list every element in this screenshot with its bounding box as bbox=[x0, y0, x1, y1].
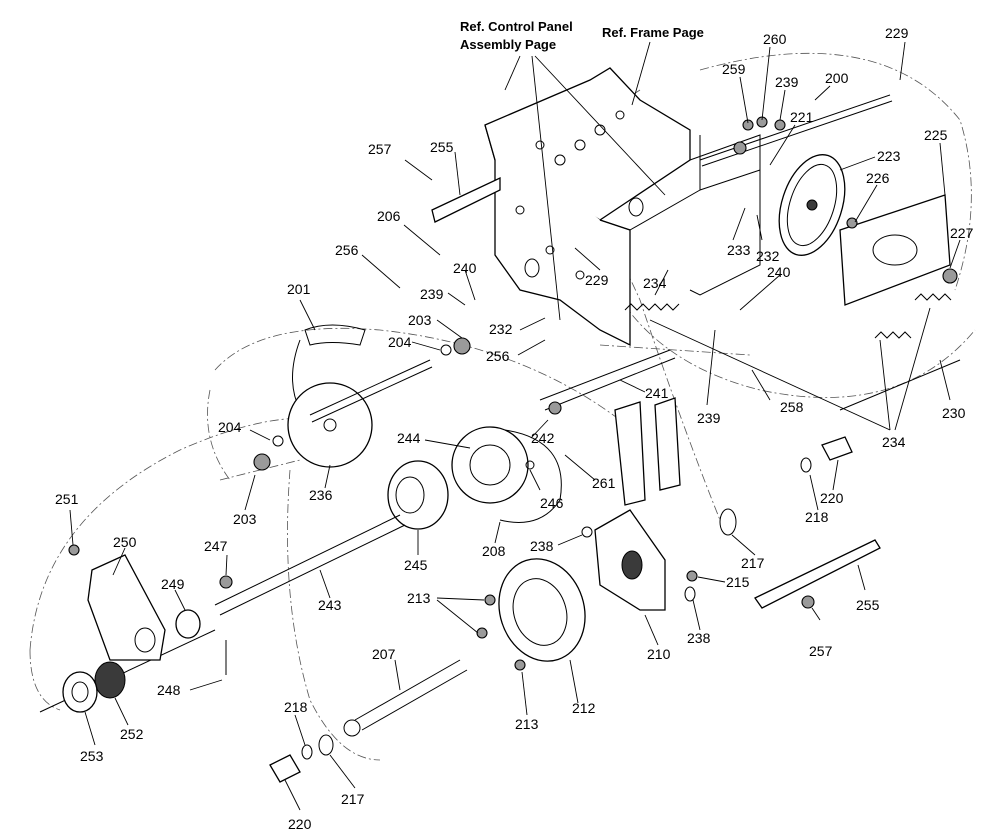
part-number: 257 bbox=[368, 141, 392, 157]
part-number: 225 bbox=[924, 127, 948, 143]
ref-frame-label: Ref. Frame Page bbox=[602, 25, 704, 40]
springs bbox=[624, 293, 952, 339]
part-number: 252 bbox=[120, 726, 144, 742]
part-number: 218 bbox=[284, 699, 308, 715]
part-number: 223 bbox=[877, 148, 901, 164]
part-number: 215 bbox=[726, 574, 750, 590]
part-number: 242 bbox=[531, 430, 555, 446]
part-number: 206 bbox=[377, 208, 401, 224]
part-number: 203 bbox=[233, 511, 257, 527]
drive-chain-sprocket bbox=[253, 324, 471, 471]
part-number: 260 bbox=[763, 31, 787, 47]
part-number: 239 bbox=[775, 74, 799, 90]
part-number: 239 bbox=[420, 286, 444, 302]
part-number: 241 bbox=[645, 385, 669, 401]
part-number: 217 bbox=[741, 555, 765, 571]
part-number: 248 bbox=[157, 682, 181, 698]
friction-wheel-assembly bbox=[387, 426, 562, 530]
part-number: 238 bbox=[687, 630, 711, 646]
part-number: 256 bbox=[335, 242, 359, 258]
part-number: 213 bbox=[407, 590, 431, 606]
part-number: 201 bbox=[287, 281, 311, 297]
part-number: 234 bbox=[643, 275, 667, 291]
part-number: 220 bbox=[288, 816, 312, 832]
part-number: 232 bbox=[489, 321, 513, 337]
leader-lines bbox=[69, 41, 961, 811]
part-number: 218 bbox=[805, 509, 829, 525]
part-number: 226 bbox=[866, 170, 890, 186]
part-number: 261 bbox=[592, 475, 616, 491]
part-number: 204 bbox=[388, 334, 412, 350]
part-number: 233 bbox=[727, 242, 751, 258]
part-number: 249 bbox=[161, 576, 185, 592]
part-number: 245 bbox=[404, 557, 428, 573]
drive-disc-assembly bbox=[269, 508, 737, 783]
ref-control-panel-label-line2: Assembly Page bbox=[460, 37, 556, 52]
part-number: 250 bbox=[113, 534, 137, 550]
part-number: 220 bbox=[820, 490, 844, 506]
right-side-rod bbox=[431, 176, 961, 609]
reference-labels: Ref. Control Panel Assembly Page Ref. Fr… bbox=[460, 19, 704, 52]
part-number: 253 bbox=[80, 748, 104, 764]
part-number: 259 bbox=[722, 61, 746, 77]
part-number: 207 bbox=[372, 646, 396, 662]
part-number: 229 bbox=[885, 25, 909, 41]
ref-control-panel-label-line1: Ref. Control Panel bbox=[460, 19, 573, 34]
part-number: 203 bbox=[408, 312, 432, 328]
part-number-callouts: 229 260 259 239 200 221 223 225 226 227 … bbox=[55, 25, 974, 832]
part-number: 213 bbox=[515, 716, 539, 732]
axle-and-bearings bbox=[39, 514, 406, 713]
part-number: 247 bbox=[204, 538, 228, 554]
part-number: 257 bbox=[809, 643, 833, 659]
part-number: 255 bbox=[430, 139, 454, 155]
part-number: 217 bbox=[341, 791, 365, 807]
shift-assembly bbox=[539, 349, 681, 506]
part-number: 236 bbox=[309, 487, 333, 503]
part-number: 258 bbox=[780, 399, 804, 415]
part-number: 232 bbox=[756, 248, 780, 264]
part-number: 212 bbox=[572, 700, 596, 716]
part-number: 227 bbox=[950, 225, 974, 241]
part-number: 243 bbox=[318, 597, 342, 613]
part-number: 239 bbox=[697, 410, 721, 426]
part-number: 238 bbox=[530, 538, 554, 554]
part-number: 246 bbox=[540, 495, 564, 511]
part-number: 210 bbox=[647, 646, 671, 662]
part-number: 255 bbox=[856, 597, 880, 613]
part-number: 221 bbox=[790, 109, 814, 125]
part-number: 234 bbox=[882, 434, 906, 450]
part-number: 256 bbox=[486, 348, 510, 364]
part-number: 204 bbox=[218, 419, 242, 435]
part-number: 240 bbox=[453, 260, 477, 276]
part-number: 229 bbox=[585, 272, 609, 288]
frame-housing bbox=[484, 67, 761, 347]
pulley-assembly bbox=[699, 94, 958, 306]
part-number: 200 bbox=[825, 70, 849, 86]
part-number: 244 bbox=[397, 430, 421, 446]
part-number: 230 bbox=[942, 405, 966, 421]
part-number: 208 bbox=[482, 543, 506, 559]
part-number: 240 bbox=[767, 264, 791, 280]
part-number: 251 bbox=[55, 491, 79, 507]
